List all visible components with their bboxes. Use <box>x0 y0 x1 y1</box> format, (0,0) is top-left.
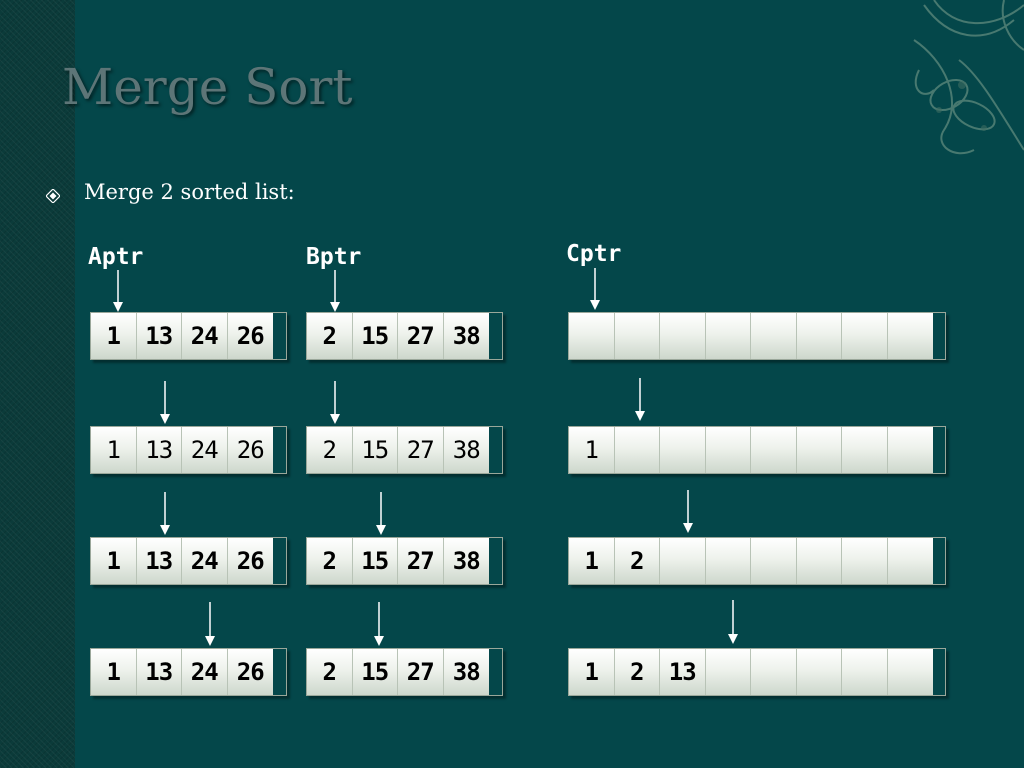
array-cell: 24 <box>182 427 228 473</box>
array-cell <box>705 427 751 473</box>
array-cell <box>796 538 842 584</box>
array-cell: 38 <box>443 427 489 473</box>
array-cell <box>887 427 933 473</box>
array-cell <box>796 313 842 359</box>
array-cell: 38 <box>443 313 489 359</box>
array-cell: 38 <box>443 649 489 695</box>
array-cell <box>705 649 751 695</box>
array-b-step-1: 2 15 27 38 <box>306 312 503 360</box>
aptr-label: Aptr <box>88 244 144 270</box>
array-a-step-3: 1 13 24 26 <box>90 537 287 585</box>
array-cell <box>660 427 706 473</box>
array-a-step-4: 1 13 24 26 <box>90 648 287 696</box>
array-cell <box>842 649 888 695</box>
array-cell: 15 <box>352 649 398 695</box>
array-cell: 1 <box>569 649 615 695</box>
array-cell: 1 <box>91 538 137 584</box>
array-cell <box>751 427 797 473</box>
array-cell: 2 <box>307 313 353 359</box>
cptr-arrow-step-3 <box>683 490 693 533</box>
array-cell: 13 <box>136 313 182 359</box>
array-cell <box>705 538 751 584</box>
array-cell <box>660 538 706 584</box>
array-cell <box>751 649 797 695</box>
array-cell <box>887 538 933 584</box>
array-cell <box>796 427 842 473</box>
array-cell: 1 <box>569 538 615 584</box>
array-a-step-2: 1 13 24 26 <box>90 426 287 474</box>
array-cell: 26 <box>227 427 273 473</box>
array-cell <box>842 538 888 584</box>
array-cell <box>705 313 751 359</box>
array-cell <box>796 649 842 695</box>
array-cell <box>614 427 660 473</box>
array-c-step-4: 1 2 13 <box>568 648 946 696</box>
array-cell: 1 <box>91 313 137 359</box>
array-c-step-1 <box>568 312 946 360</box>
array-a-step-1: 1 13 24 26 <box>90 312 287 360</box>
array-cell <box>660 313 706 359</box>
array-cell: 15 <box>352 427 398 473</box>
bptr-arrow-step-4 <box>374 602 384 646</box>
array-c-step-2: 1 <box>568 426 946 474</box>
array-cell <box>887 313 933 359</box>
array-c-step-3: 1 2 <box>568 537 946 585</box>
array-cell: 2 <box>307 649 353 695</box>
array-cell <box>842 427 888 473</box>
array-cell: 15 <box>352 313 398 359</box>
array-cell: 27 <box>398 538 444 584</box>
aptr-arrow-step-1 <box>113 270 123 312</box>
floral-ornament-icon <box>913 0 1024 155</box>
array-cell: 1 <box>91 649 137 695</box>
array-cell <box>569 313 615 359</box>
array-cell: 2 <box>307 538 353 584</box>
aptr-arrow-step-2 <box>160 381 170 424</box>
array-cell: 26 <box>227 649 273 695</box>
array-cell <box>842 313 888 359</box>
array-cell: 2 <box>614 538 660 584</box>
array-cell: 13 <box>660 649 706 695</box>
decorative-left-strip <box>0 0 75 768</box>
array-cell <box>887 649 933 695</box>
array-cell: 13 <box>136 649 182 695</box>
cptr-label: Cptr <box>566 241 622 267</box>
array-cell: 2 <box>614 649 660 695</box>
array-cell: 1 <box>569 427 615 473</box>
bptr-arrow-step-3 <box>376 492 386 535</box>
array-cell: 27 <box>398 649 444 695</box>
array-cell: 24 <box>182 649 228 695</box>
array-b-step-2: 2 15 27 38 <box>306 426 503 474</box>
array-cell <box>751 538 797 584</box>
array-cell: 15 <box>352 538 398 584</box>
array-cell: 13 <box>136 427 182 473</box>
cptr-arrow-step-1 <box>590 268 600 310</box>
array-cell: 2 <box>307 427 353 473</box>
array-b-step-3: 2 15 27 38 <box>306 537 503 585</box>
array-cell: 26 <box>227 538 273 584</box>
bptr-label: Bptr <box>306 244 362 270</box>
array-cell: 38 <box>443 538 489 584</box>
array-b-step-4: 2 15 27 38 <box>306 648 503 696</box>
array-cell: 27 <box>398 313 444 359</box>
array-cell: 1 <box>91 427 137 473</box>
array-cell: 24 <box>182 313 228 359</box>
bptr-arrow-step-2 <box>330 381 340 424</box>
slide-title: Merge Sort <box>62 58 353 116</box>
array-cell <box>751 313 797 359</box>
cptr-arrow-step-2 <box>635 378 645 421</box>
aptr-arrow-step-3 <box>160 492 170 535</box>
array-cell <box>614 313 660 359</box>
bptr-arrow-step-1 <box>330 270 340 312</box>
array-cell: 26 <box>227 313 273 359</box>
cptr-arrow-step-4 <box>728 600 738 644</box>
diamond-bullet-icon <box>46 189 60 203</box>
array-cell: 24 <box>182 538 228 584</box>
bullet-text: Merge 2 sorted list: <box>84 180 295 204</box>
array-cell: 13 <box>136 538 182 584</box>
aptr-arrow-step-4 <box>205 602 215 646</box>
array-cell: 27 <box>398 427 444 473</box>
